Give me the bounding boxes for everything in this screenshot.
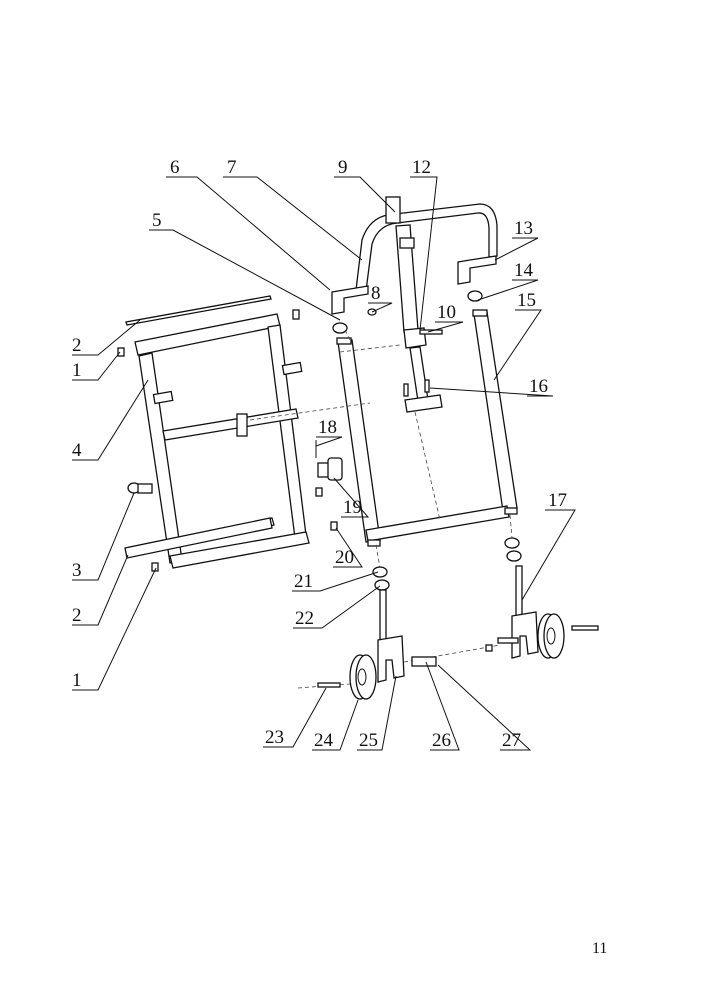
label-21: 21 (294, 571, 313, 592)
right-frame (292, 309, 518, 547)
label-22: 22 (295, 608, 314, 629)
label-18: 18 (318, 417, 337, 438)
knob (127, 482, 153, 494)
label-24: 24 (314, 730, 334, 751)
label-19: 19 (343, 497, 362, 518)
label-10: 10 (437, 302, 456, 323)
bracket-right (457, 255, 497, 285)
rod-top (125, 295, 272, 326)
label-25: 25 (359, 730, 378, 751)
label-5: 5 (152, 210, 162, 231)
label-16: 16 (529, 376, 548, 397)
label-26: 26 (432, 730, 451, 751)
label-1-bottom: 1 (72, 670, 82, 691)
bracket-left (331, 285, 369, 315)
leader-lines (72, 176, 576, 751)
label-3: 3 (72, 560, 82, 581)
handle-assembly (355, 196, 498, 413)
label-4: 4 (72, 440, 82, 461)
label-7: 7 (227, 157, 237, 178)
rod-bottom (124, 517, 273, 559)
part-labels: 1 1 2 2 3 4 5 6 7 8 9 10 12 13 14 15 16 … (72, 157, 567, 751)
label-6: 6 (170, 157, 180, 178)
label-1-top: 1 (72, 360, 82, 381)
label-27: 27 (502, 730, 521, 751)
caster-left (297, 566, 501, 700)
label-8: 8 (371, 283, 381, 304)
label-2-bottom: 2 (72, 605, 82, 626)
label-17: 17 (548, 490, 567, 511)
label-9: 9 (338, 157, 348, 178)
end-cap-top (117, 347, 125, 357)
label-15: 15 (517, 290, 536, 311)
label-13: 13 (514, 218, 533, 239)
page-number: 11 (592, 940, 608, 957)
label-20: 20 (335, 547, 354, 568)
label-2-top: 2 (72, 335, 82, 356)
label-23: 23 (265, 727, 284, 748)
caster-right (497, 537, 599, 659)
label-12: 12 (412, 157, 431, 178)
label-14: 14 (514, 260, 534, 281)
